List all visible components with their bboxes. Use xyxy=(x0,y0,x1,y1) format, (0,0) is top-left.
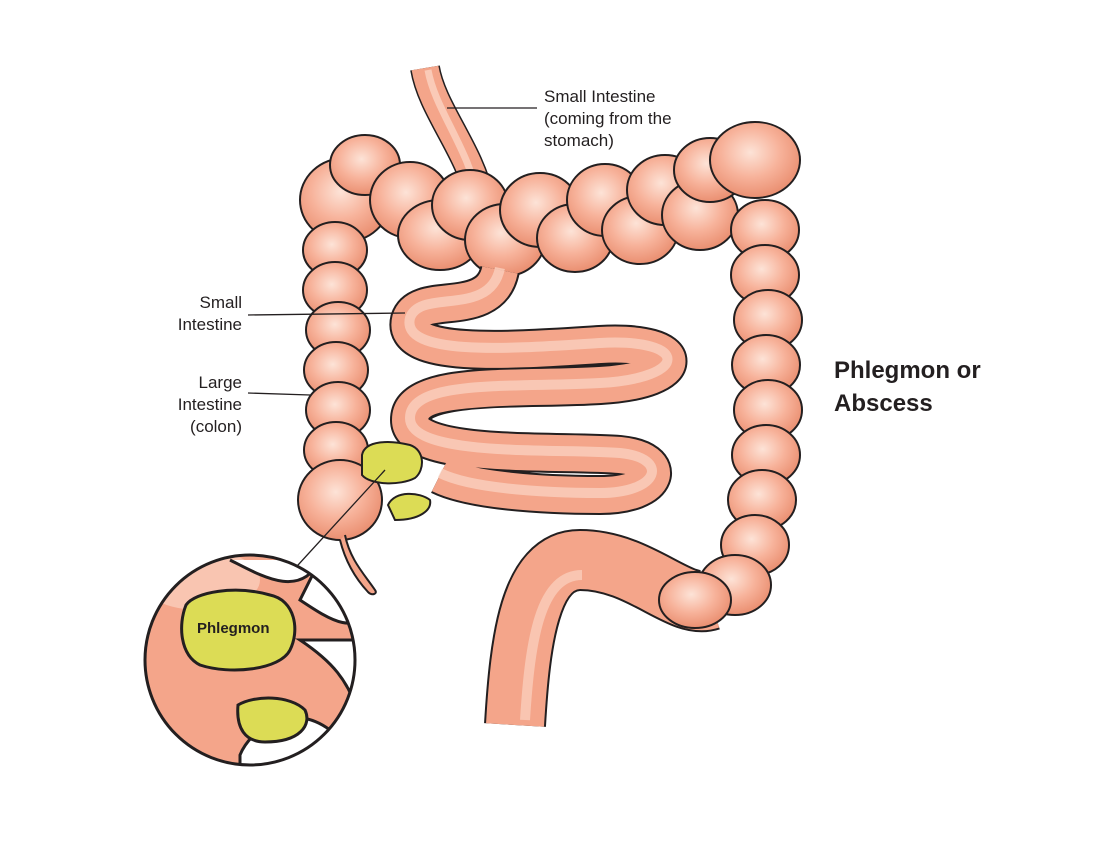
title-line: Phlegmon or xyxy=(834,357,981,384)
label-small-intestine: Small Intestine xyxy=(150,292,242,336)
leader-large-intestine xyxy=(247,392,311,396)
leader-small-intestine xyxy=(247,312,406,316)
magnified-inset xyxy=(143,553,357,767)
label-line: Large xyxy=(198,373,242,392)
ascending-colon xyxy=(297,221,383,596)
label-line: stomach) xyxy=(544,131,614,150)
descending-colon xyxy=(658,199,803,629)
diagram-title: Phlegmon or Abscess xyxy=(834,354,981,420)
label-large-intestine: Large Intestine (colon) xyxy=(150,372,242,438)
label-line: (colon) xyxy=(190,417,242,436)
label-line: Intestine xyxy=(177,315,242,334)
title-line: Abscess xyxy=(834,390,933,417)
phlegmon-mass xyxy=(361,441,432,522)
label-line: Intestine xyxy=(177,395,242,414)
label-line: (coming from the xyxy=(544,109,672,128)
label-line: Small Intestine xyxy=(544,87,656,106)
label-line: Small xyxy=(199,293,242,312)
label-phlegmon: Phlegmon xyxy=(197,620,270,637)
label-small-intestine-top: Small Intestine (coming from the stomach… xyxy=(544,86,672,152)
transverse-colon xyxy=(299,121,801,277)
small-intestine-coils xyxy=(389,263,688,515)
